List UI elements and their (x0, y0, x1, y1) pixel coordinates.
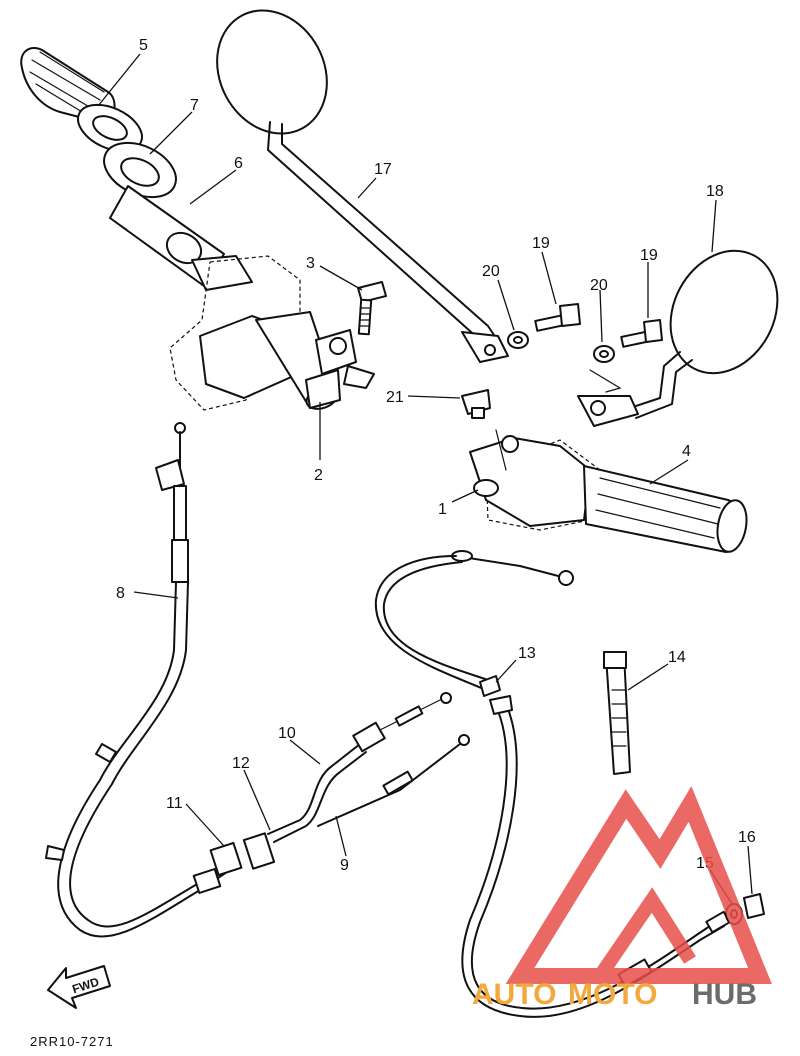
lever-holder (169, 255, 375, 411)
callout-7: 7 (190, 97, 199, 114)
callout-19-right: 19 (640, 247, 658, 264)
watermark-hub: HUB (692, 978, 757, 1011)
throttle-housing (469, 429, 601, 531)
washer-left (507, 331, 529, 349)
callout-20-left: 20 (482, 263, 500, 280)
holder-cap (461, 389, 491, 419)
grip-spacer (103, 141, 177, 199)
left-grip (20, 47, 143, 153)
cable-band (603, 651, 631, 775)
fwd-arrow: FWD (47, 965, 111, 1009)
callout-13: 13 (518, 645, 536, 662)
callout-labels: 5 7 6 17 18 19 19 3 20 20 21 4 2 1 8 13 … (116, 37, 756, 874)
cable-nut (743, 893, 765, 919)
callout-10: 10 (278, 725, 296, 742)
callout-11: 11 (166, 795, 183, 812)
right-grip (583, 465, 748, 553)
watermark-auto: AUTO (472, 978, 556, 1011)
mirror-bolt-left (534, 303, 581, 332)
callout-19-left: 19 (532, 235, 550, 252)
callout-8: 8 (116, 585, 125, 602)
callout-2: 2 (314, 467, 323, 484)
mirror-left (216, 9, 509, 363)
callout-21: 21 (386, 389, 404, 406)
cable-adjuster (192, 832, 276, 894)
mirror-bolt-right (620, 319, 663, 348)
callout-6: 6 (234, 155, 243, 172)
callout-4: 4 (682, 443, 691, 460)
handlebar-left (109, 185, 253, 291)
washer-right (593, 345, 615, 363)
watermark-moto: MOTO (568, 978, 657, 1011)
watermark-text: AUTO MOTO HUB (472, 978, 757, 1011)
clutch-cable (45, 422, 233, 938)
watermark-logo (505, 786, 772, 984)
callout-16: 16 (738, 829, 756, 846)
holder-bolt (357, 281, 387, 336)
callout-1: 1 (438, 501, 447, 518)
callout-5: 5 (139, 37, 148, 54)
throttle-cable-pull (267, 692, 452, 843)
mirror-right (577, 249, 779, 427)
drawing-code: 2RR10-7271 (30, 1034, 114, 1049)
throttle-cable-return (317, 734, 470, 827)
callout-9: 9 (340, 857, 349, 874)
callout-20-right: 20 (590, 277, 608, 294)
callout-17: 17 (374, 161, 392, 178)
callout-18: 18 (706, 183, 724, 200)
callout-14: 14 (668, 649, 686, 666)
callout-12: 12 (232, 755, 250, 772)
callout-3: 3 (306, 255, 315, 272)
leader-lines (97, 53, 753, 905)
